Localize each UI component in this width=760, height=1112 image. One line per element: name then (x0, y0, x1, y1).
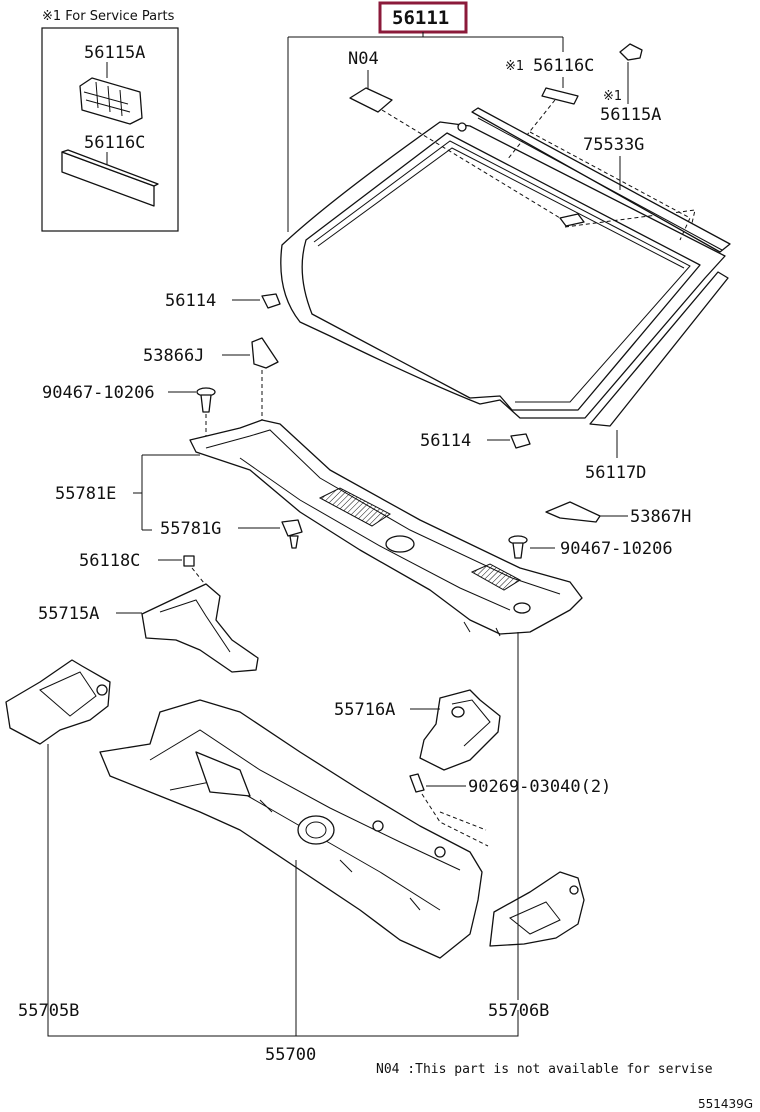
label-90467-a[interactable]: 90467-10206 (42, 383, 155, 403)
cover-53866J (251, 337, 279, 369)
label-56115A-box[interactable]: 56115A (84, 43, 145, 63)
clip-56114-b (510, 433, 531, 449)
molding-75533G-drawing (471, 107, 731, 253)
N04-part (349, 87, 393, 113)
dash-panel-55700 (99, 699, 483, 959)
bracket-55706B (489, 871, 585, 947)
label-56114-b[interactable]: 56114 (420, 431, 471, 451)
56116C-part (541, 87, 579, 105)
bracket-55715A (141, 583, 259, 673)
label-56117D[interactable]: 56117D (585, 463, 646, 483)
clip-55781G (281, 519, 303, 549)
label-N04[interactable]: N04 (348, 49, 379, 69)
group-bracket (287, 32, 563, 232)
label-56118C[interactable]: 56118C (79, 551, 140, 571)
cowl-panel-55781E (189, 419, 583, 637)
clip-56114-a (261, 293, 281, 309)
mark1-a: ※1 (505, 59, 524, 74)
molding-56117D-drawing (589, 271, 729, 427)
clip-56115A-drawing (79, 77, 143, 125)
label-90269[interactable]: 90269-03040(2) (468, 777, 611, 797)
label-90467-b[interactable]: 90467-10206 (560, 539, 673, 559)
56115A-top-part (619, 43, 643, 61)
nut-56118C (183, 555, 195, 567)
label-55715A[interactable]: 55715A (38, 604, 99, 624)
service-parts-title: ※1 For Service Parts (42, 9, 175, 24)
sensor-dash (564, 209, 696, 233)
bottom-bracket (47, 1010, 519, 1037)
label-55706B[interactable]: 55706B (488, 1001, 549, 1021)
label-55716A[interactable]: 55716A (334, 700, 395, 720)
label-53866J[interactable]: 53866J (143, 346, 204, 366)
bracket-55705B (5, 659, 111, 745)
label-53867H[interactable]: 53867H (630, 507, 691, 527)
label-56116C-top[interactable]: 56116C (533, 56, 594, 76)
label-56115A-top[interactable]: 56115A (600, 105, 661, 125)
label-55705B[interactable]: 55705B (18, 1001, 79, 1021)
figure-code: 551439G (698, 1097, 753, 1111)
footnote: N04 :This part is not available for serv… (376, 1062, 713, 1077)
label-75533G[interactable]: 75533G (583, 135, 644, 155)
service-parts-box (41, 27, 179, 232)
header-part-number[interactable]: 56111 (392, 7, 449, 29)
label-55700[interactable]: 55700 (265, 1045, 316, 1065)
windshield-glass-drawing (280, 121, 726, 419)
clip-56116C-drawing (61, 149, 159, 207)
sensor-pad (559, 213, 585, 227)
label-55781G[interactable]: 55781G (160, 519, 221, 539)
bolt-90269 (409, 773, 425, 793)
clip-90467-b (508, 535, 528, 559)
bracket-55716A (419, 689, 501, 771)
clip-90467-a (196, 387, 216, 413)
label-56116C-box[interactable]: 56116C (84, 133, 145, 153)
mark1-b: ※1 (603, 89, 622, 104)
cover-53867H (545, 501, 601, 523)
label-56114-a[interactable]: 56114 (165, 291, 216, 311)
label-55781E[interactable]: 55781E (55, 484, 116, 504)
